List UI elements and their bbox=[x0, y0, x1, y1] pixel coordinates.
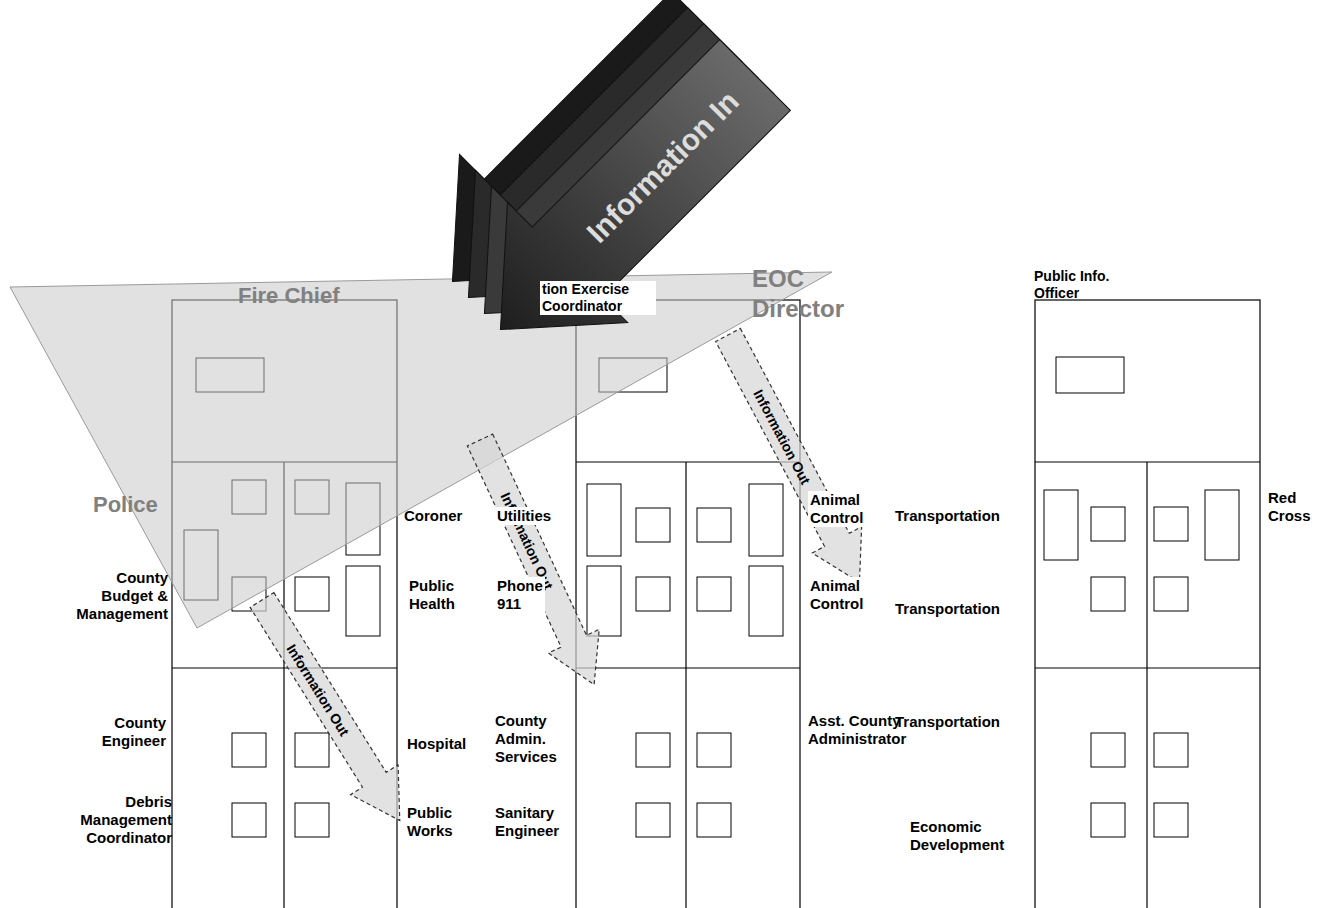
desk bbox=[587, 484, 621, 556]
role-label: Sanitary Engineer bbox=[495, 804, 559, 840]
desk bbox=[346, 566, 380, 636]
desk bbox=[1056, 357, 1124, 393]
desk bbox=[636, 733, 670, 767]
information-out-arrows bbox=[238, 322, 884, 835]
role-label: Red Cross bbox=[1268, 489, 1311, 525]
role-label: County Engineer bbox=[102, 714, 166, 750]
desk bbox=[697, 803, 731, 837]
role-label: Hospital bbox=[405, 735, 468, 753]
desk bbox=[295, 577, 329, 611]
role-label: Animal Control bbox=[808, 577, 865, 613]
wall bbox=[685, 462, 686, 908]
desk bbox=[232, 733, 266, 767]
desk bbox=[749, 484, 783, 556]
desk bbox=[1091, 577, 1125, 611]
desk bbox=[636, 508, 670, 542]
desk bbox=[587, 566, 621, 636]
role-label: Economic Development bbox=[910, 818, 1004, 854]
role-label: Transportation bbox=[895, 507, 1000, 525]
desk bbox=[1154, 803, 1188, 837]
wall bbox=[576, 461, 800, 462]
desk bbox=[1091, 733, 1125, 767]
role-heading: EOC Director bbox=[752, 264, 844, 324]
role-label: Coroner bbox=[404, 507, 462, 525]
desk bbox=[749, 566, 783, 636]
dashed-block-arrow bbox=[238, 585, 423, 835]
desk bbox=[1154, 507, 1188, 541]
desk bbox=[295, 733, 329, 767]
role-label: Phone 911 bbox=[495, 577, 545, 613]
dashed-block-arrow bbox=[703, 322, 884, 596]
role-heading: Fire Chief bbox=[238, 287, 339, 305]
building-outline bbox=[1035, 300, 1260, 908]
desk bbox=[697, 508, 731, 542]
role-label: Public Works bbox=[405, 804, 455, 840]
role-label: County Admin. Services bbox=[495, 712, 557, 766]
role-label: Public Info. Officer bbox=[1034, 268, 1126, 302]
role-label: Transportation bbox=[895, 600, 1000, 618]
desk bbox=[1044, 490, 1078, 560]
dashed-block-arrow bbox=[455, 428, 620, 696]
role-heading: Police bbox=[93, 496, 158, 514]
desk bbox=[636, 577, 670, 611]
information-in-arrow bbox=[392, 0, 815, 390]
desk bbox=[232, 803, 266, 837]
information-cone bbox=[10, 272, 832, 628]
desk bbox=[1091, 803, 1125, 837]
wall bbox=[576, 667, 800, 668]
role-label: Transportation bbox=[895, 713, 1000, 731]
desk bbox=[1154, 733, 1188, 767]
desk bbox=[1205, 490, 1239, 560]
role-label: Utilities bbox=[495, 507, 553, 525]
desk bbox=[636, 803, 670, 837]
role-label: Asst. County Administrator bbox=[808, 712, 906, 748]
wall bbox=[1146, 462, 1147, 908]
desk bbox=[1154, 577, 1188, 611]
role-label: County Budget & Management bbox=[68, 569, 168, 623]
role-label: Public Health bbox=[409, 577, 455, 613]
desk bbox=[697, 733, 731, 767]
role-label: Animal Control bbox=[808, 491, 865, 527]
desk bbox=[697, 577, 731, 611]
role-label: Debris Management Coordinator bbox=[80, 793, 172, 847]
desk bbox=[295, 803, 329, 837]
role-label: tion Exercise Coordinator bbox=[540, 281, 656, 315]
block-arrow bbox=[440, 15, 815, 390]
desk bbox=[1091, 507, 1125, 541]
